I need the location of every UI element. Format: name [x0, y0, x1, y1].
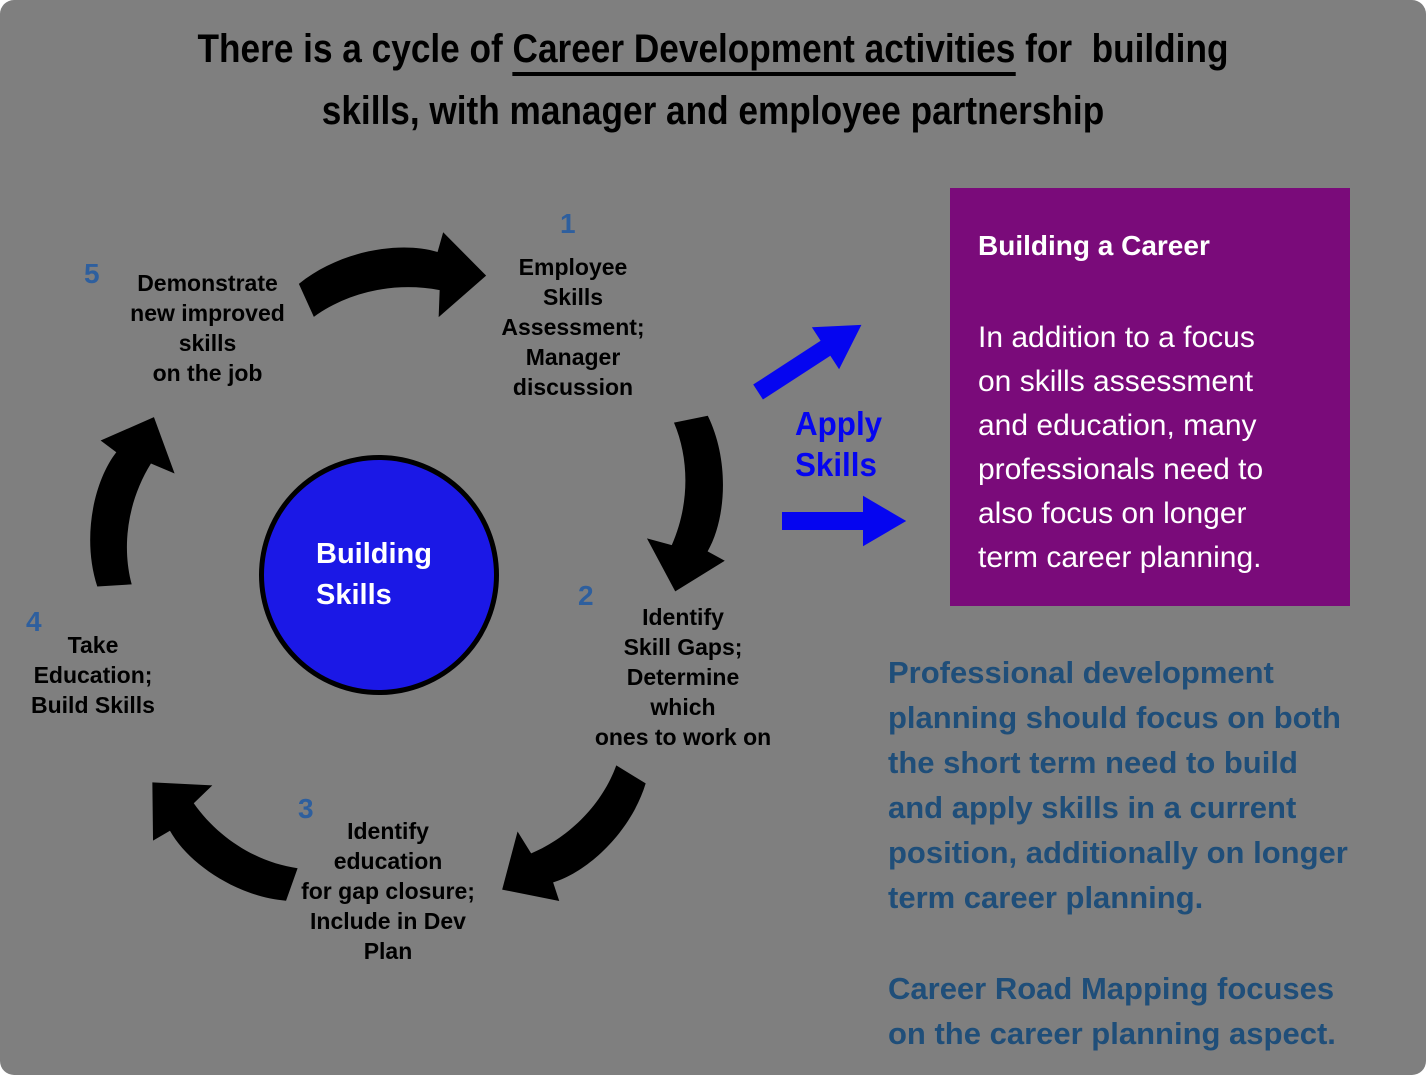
step-2-label: Identify Skill Gaps; Determine which one… — [594, 604, 772, 750]
cycle-arrow-5-to-1-icon — [295, 228, 490, 332]
title-line-1: There is a cycle of Career Development a… — [86, 18, 1341, 80]
building-a-career-box: Building a Career In addition to a focus… — [950, 188, 1350, 606]
apply-skills-right-arrow-icon — [782, 495, 907, 547]
building-skills-circle: Building Skills — [259, 455, 499, 695]
apply-skills-label: Apply Skills — [795, 405, 883, 483]
step-1-label: Employee Skills Assessment; Manager disc… — [501, 254, 645, 400]
career-box-body: In addition to a focus on skills assessm… — [978, 321, 1264, 574]
step-1-number: 1 — [560, 208, 576, 239]
page-title: There is a cycle of Career Development a… — [86, 18, 1341, 142]
step-5-label: Demonstrate new improved skills on the j… — [130, 270, 285, 386]
step-5-number: 5 — [84, 258, 100, 289]
step-3-label: Identify education for gap closure; Incl… — [301, 818, 475, 964]
career-road-mapping-note: Career Road Mapping focuses on the caree… — [888, 971, 1336, 1051]
title-prefix: There is a cycle of — [197, 27, 513, 71]
title-line-2: skills, with manager and employee partne… — [321, 89, 1105, 133]
title-underlined-phrase: Career Development activities — [512, 27, 1016, 76]
step-3-number: 3 — [298, 793, 314, 824]
step-4-number: 4 — [26, 606, 42, 637]
cycle-arrow-4-to-5-icon — [63, 405, 188, 599]
step-2-number: 2 — [578, 580, 594, 611]
cycle-arrow-2-to-3-icon — [479, 748, 668, 925]
title-suffix: for building — [1015, 27, 1229, 71]
apply-skills-diagonal-arrow-icon — [753, 324, 862, 400]
professional-development-note: Professional development planning should… — [888, 655, 1348, 915]
step-4-label: Take Education; Build Skills — [31, 632, 155, 718]
cycle-arrow-1-to-2-icon — [640, 410, 743, 597]
career-box-title: Building a Career — [978, 230, 1210, 261]
